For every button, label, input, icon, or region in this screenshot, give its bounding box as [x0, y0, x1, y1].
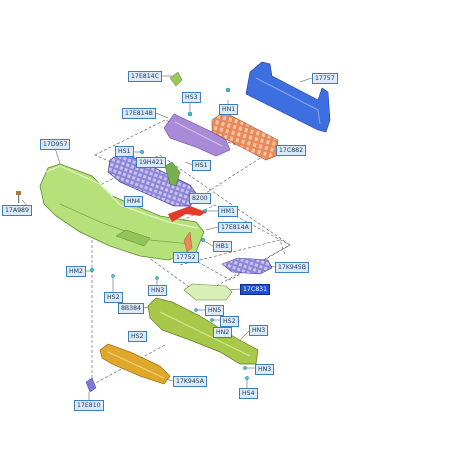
callout-HS1-upper[interactable]: HS1 — [115, 146, 134, 157]
reinforcement-beam — [245, 61, 331, 133]
callout-HS2-right[interactable]: HS2 — [220, 316, 239, 327]
callout-17C882[interactable]: 17C882 — [276, 145, 307, 156]
lamp-bezel — [183, 283, 233, 301]
callout-HN1[interactable]: HN1 — [219, 104, 239, 115]
callout-HS3[interactable]: HS3 — [182, 92, 201, 103]
callout-17E810[interactable]: 17E810 — [74, 400, 104, 411]
callout-HN2[interactable]: HN2 — [213, 327, 233, 338]
callout-HN4[interactable]: HN4 — [124, 196, 144, 207]
callout-17E814A[interactable]: 17E814A — [218, 222, 252, 233]
callout-HN5[interactable]: HN5 — [205, 305, 225, 316]
under-shield — [147, 297, 259, 365]
callout-17K945A[interactable]: 17K945A — [173, 376, 207, 387]
callout-HN3-upper[interactable]: HN3 — [148, 285, 168, 296]
direction-arrow — [168, 206, 206, 222]
air-deflector — [99, 343, 171, 385]
callout-17752[interactable]: 17752 — [173, 252, 199, 263]
callout-17A989[interactable]: 17A989 — [2, 205, 32, 216]
top-clip — [169, 71, 183, 87]
callout-17E814B[interactable]: 17E814B — [122, 108, 156, 119]
callout-8200[interactable]: 8200 — [189, 193, 211, 204]
callout-HB1[interactable]: HB1 — [213, 241, 232, 252]
tow-cover — [85, 377, 97, 393]
upper-bracket — [163, 113, 231, 157]
callout-HM1[interactable]: HM1 — [218, 206, 238, 217]
side-strip — [183, 231, 193, 253]
lower-grille — [221, 257, 273, 275]
callout-HM2[interactable]: HM2 — [66, 266, 86, 277]
callout-HS2-left[interactable]: HS2 — [104, 292, 123, 303]
callout-17E814C[interactable]: 17E814C — [128, 71, 162, 82]
callout-HS1-lower[interactable]: HS1 — [192, 160, 211, 171]
bumper-cover — [39, 163, 205, 261]
callout-17D957[interactable]: 17D957 — [40, 139, 71, 150]
bolt — [16, 191, 21, 203]
callout-17757[interactable]: 17757 — [312, 73, 338, 84]
callout-HS2-mid[interactable]: HS2 — [128, 331, 147, 342]
callout-selected-part[interactable]: 17C831 — [240, 284, 271, 295]
callout-HN3-lower[interactable]: HN3 — [255, 364, 275, 375]
mount-bracket — [164, 161, 181, 187]
callout-8B384[interactable]: 8B384 — [118, 303, 144, 314]
callout-HS4[interactable]: HS4 — [239, 388, 258, 399]
callout-HN3-right[interactable]: HN3 — [249, 325, 269, 336]
callout-19H421[interactable]: 19H421 — [136, 157, 167, 168]
callout-17K945B[interactable]: 17K945B — [275, 262, 309, 273]
